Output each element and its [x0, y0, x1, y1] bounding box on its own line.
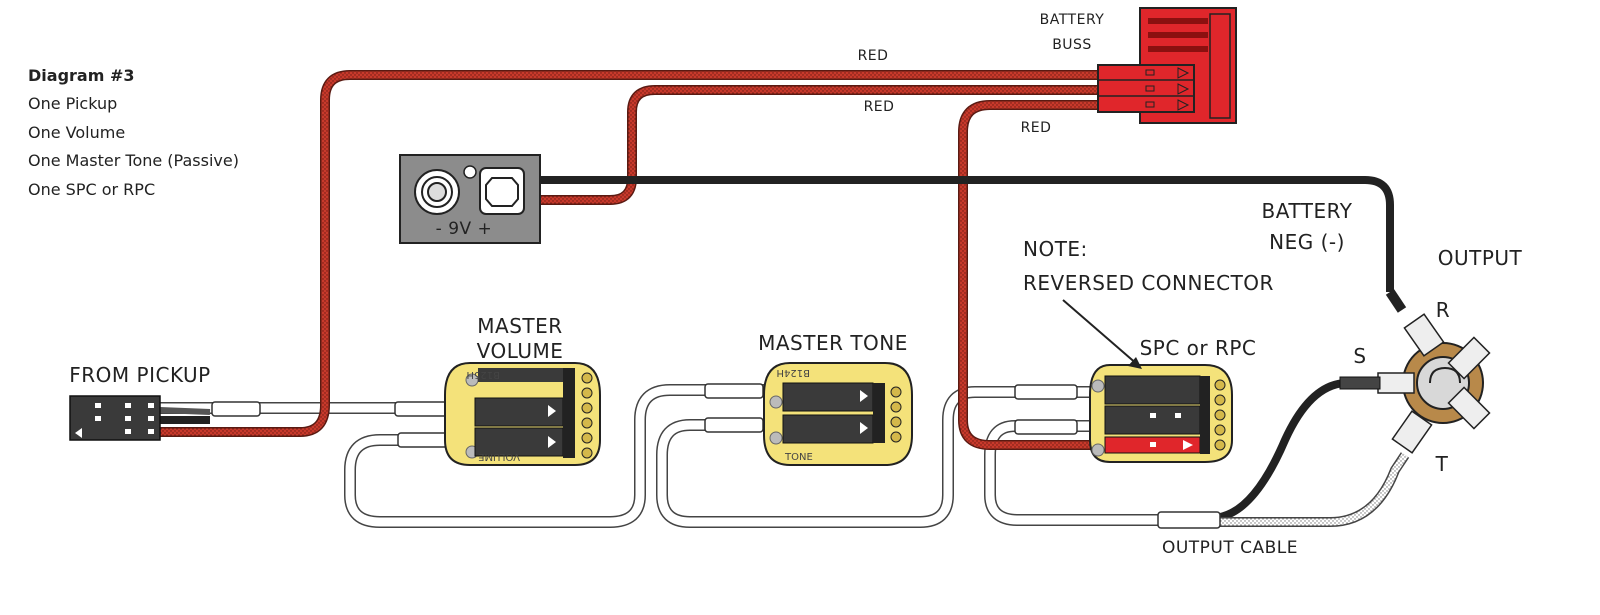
- master-volume-label-1: MASTER: [477, 314, 562, 338]
- diagram-legend: Diagram #3 One Pickup One Volume One Mas…: [28, 62, 239, 204]
- diagram-title: Diagram #3: [28, 66, 135, 85]
- legend-line-tone: One Master Tone (Passive): [28, 151, 239, 170]
- red-wire-label-3: RED: [1021, 120, 1052, 136]
- note-label-1: NOTE:: [1023, 237, 1088, 261]
- output-t-label: T: [1435, 452, 1449, 476]
- battery-9v: - 9V +: [399, 154, 541, 244]
- red-wires: [155, 70, 1105, 450]
- note-label-2: REVERSED CONNECTOR: [1023, 271, 1274, 295]
- battery-label: - 9V +: [436, 219, 493, 239]
- volume-board-label: VOLUME: [478, 451, 520, 462]
- master-tone-board: B124H TONE: [763, 362, 913, 466]
- master-volume-label-2: VOLUME: [477, 339, 564, 363]
- master-tone-label: MASTER TONE: [758, 331, 908, 355]
- from-pickup-label: FROM PICKUP: [69, 363, 210, 387]
- battery-neg-label-1: BATTERY: [1262, 199, 1353, 223]
- legend-line-volume: One Volume: [28, 122, 126, 142]
- grey-wire-output-tip: [1220, 452, 1410, 527]
- black-wire-battery-neg: [540, 176, 1394, 292]
- battery-buss-label-1: BATTERY: [1040, 12, 1105, 28]
- output-label: OUTPUT: [1438, 246, 1523, 270]
- ribbon-cables: [160, 384, 1160, 528]
- tone-board-label: TONE: [784, 452, 813, 463]
- battery-neg-label-2: NEG (-): [1269, 230, 1345, 254]
- diagram-labels: BATTERY BUSS RED RED RED BATTERY NEG (-)…: [69, 12, 1522, 558]
- red-wire-label-1: RED: [858, 48, 889, 64]
- red-wire-label-2: RED: [864, 99, 895, 115]
- output-s-label: S: [1353, 344, 1366, 368]
- output-jack: [1339, 313, 1491, 454]
- pickup-connector: [69, 395, 161, 441]
- legend-line-pickup: One Pickup: [28, 94, 118, 113]
- battery-buss: [1097, 7, 1237, 124]
- output-cable-label: OUTPUT CABLE: [1162, 538, 1298, 558]
- volume-board-code: B125H: [467, 369, 500, 380]
- cable-plugs: [211, 383, 1221, 529]
- battery-buss-label-2: BUSS: [1052, 37, 1092, 53]
- legend-line-spc: One SPC or RPC: [28, 179, 156, 199]
- tone-board-code: B124H: [777, 367, 810, 378]
- output-r-label: R: [1436, 298, 1450, 322]
- note-arrow: [1062, 299, 1142, 369]
- black-wire-output-sleeve: [1218, 379, 1346, 521]
- black-wires: [540, 176, 1410, 527]
- pickup-bundle: [159, 407, 211, 424]
- spc-rpc-label: SPC or RPC: [1140, 336, 1257, 360]
- spc-rpc-board: [1089, 364, 1233, 463]
- master-volume-board: B125H VOLUME: [444, 362, 601, 466]
